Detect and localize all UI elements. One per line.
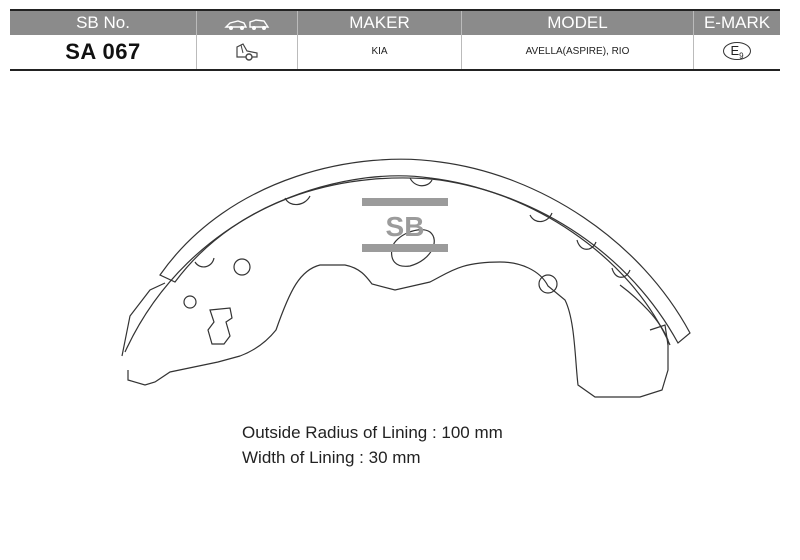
model-value: AVELLA(ASPIRE), RIO — [462, 35, 694, 69]
emark-letter: E — [730, 43, 740, 59]
spec-table: SB No. MAKER MODEL E-MARK SA 067 KIA AVE… — [10, 9, 780, 71]
emark-badge: E9 — [723, 42, 751, 61]
shoe-rim — [124, 175, 671, 353]
maker-value: KIA — [298, 35, 462, 69]
vehicle-type-cell — [197, 35, 298, 69]
outside-radius-spec: Outside Radius of Lining : 100 mm — [242, 423, 503, 442]
emark-number: 9 — [739, 51, 744, 61]
header-emark: E-MARK — [703, 13, 771, 32]
passenger-car-icon — [236, 43, 258, 62]
hole — [233, 258, 251, 276]
watermark-text: SB — [386, 211, 425, 242]
anchor-slot — [207, 307, 233, 345]
header-vehicle-type — [197, 11, 298, 35]
lining-specs: Outside Radius of Lining : 100 mm Width … — [242, 420, 503, 470]
shoe-web — [127, 261, 669, 398]
header-model: MODEL — [462, 11, 694, 35]
lining-width-spec: Width of Lining : 30 mm — [242, 448, 421, 467]
emark-cell: E9 — [694, 35, 780, 69]
header-maker: MAKER — [298, 11, 462, 35]
hole — [183, 295, 197, 309]
table-header-row: SB No. MAKER MODEL E-MARK — [10, 11, 780, 35]
car-types-icon — [224, 18, 270, 30]
sb-number: SA 067 — [10, 35, 197, 69]
header-sb-no: SB No. — [10, 11, 197, 35]
lining-outer-edge — [159, 158, 691, 344]
table-row: SA 067 KIA AVELLA(ASPIRE), RIO E9 — [10, 35, 780, 69]
brake-shoe-drawing: SB — [121, 158, 691, 398]
hole — [538, 274, 558, 294]
sb-watermark: SB — [362, 198, 448, 252]
